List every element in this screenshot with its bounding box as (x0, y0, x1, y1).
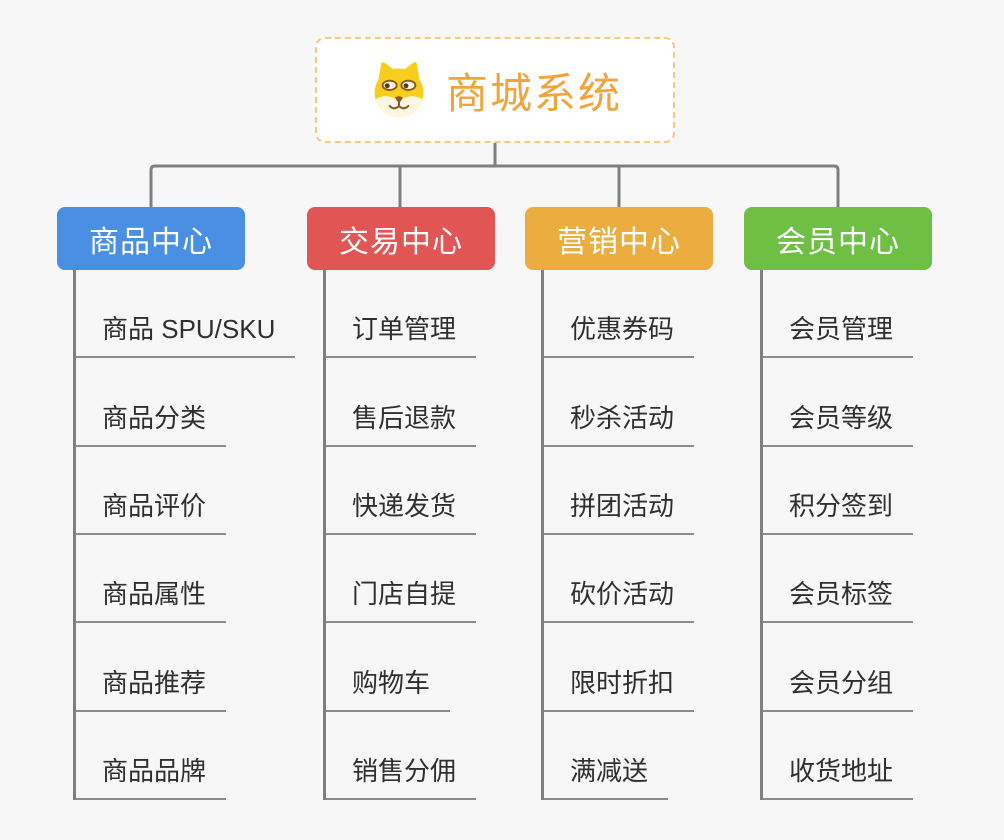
dog-face-icon (374, 62, 424, 118)
leaf-node[interactable]: 快递发货 (326, 486, 477, 535)
branch-node-marketing-center[interactable]: 营销中心 (525, 207, 713, 270)
branch-label: 交易中心 (339, 225, 463, 259)
leaf-node[interactable]: 门店自提 (326, 574, 477, 624)
leaf-node[interactable]: 商品 SPU/SKU (76, 309, 296, 359)
leaf-node[interactable]: 优惠券码 (544, 309, 695, 359)
leaf-node[interactable]: 销售分佣 (326, 751, 477, 800)
leaf-node[interactable]: 购物车 (326, 663, 451, 712)
leaf-node[interactable]: 商品评价 (76, 486, 227, 535)
leaf-node[interactable]: 积分签到 (763, 486, 914, 535)
branch-node-trade-center[interactable]: 交易中心 (307, 207, 495, 270)
leaf-node[interactable]: 秒杀活动 (544, 398, 695, 447)
leaf-node[interactable]: 订单管理 (326, 309, 477, 359)
leaf-node[interactable]: 商品推荐 (76, 663, 227, 712)
leaf-node[interactable]: 商品品牌 (76, 751, 227, 800)
branch-trade-children: 订单管理 售后退款 快递发货 门店自提 购物车 销售分佣 (323, 270, 576, 800)
leaf-node[interactable]: 会员管理 (763, 309, 914, 359)
leaf-node[interactable]: 售后退款 (326, 398, 477, 447)
branch-member-children: 会员管理 会员等级 积分签到 会员标签 会员分组 收货地址 (760, 270, 1004, 800)
leaf-node[interactable]: 砍价活动 (544, 574, 695, 624)
leaf-node[interactable]: 会员分组 (763, 663, 914, 712)
branch-node-member-center[interactable]: 会员中心 (744, 207, 932, 270)
root-title: 商城系统 (445, 69, 622, 117)
branch-node-product-center[interactable]: 商品中心 (57, 207, 245, 270)
branch-label: 营销中心 (557, 225, 681, 259)
leaf-node[interactable]: 限时折扣 (544, 663, 695, 712)
branch-label: 商品中心 (89, 225, 213, 259)
branch-label: 会员中心 (776, 225, 900, 259)
leaf-node[interactable]: 商品分类 (76, 398, 227, 447)
leaf-node[interactable]: 会员等级 (763, 398, 914, 447)
leaf-node[interactable]: 会员标签 (763, 574, 914, 624)
branch-product-children: 商品 SPU/SKU 商品分类 商品评价 商品属性 商品推荐 商品品牌 (73, 270, 326, 800)
leaf-node[interactable]: 收货地址 (763, 751, 914, 800)
branch-marketing-children: 优惠券码 秒杀活动 拼团活动 砍价活动 限时折扣 满减送 (541, 270, 794, 800)
leaf-node[interactable]: 拼团活动 (544, 486, 695, 535)
leaf-node[interactable]: 满减送 (544, 751, 669, 800)
leaf-node[interactable]: 商品属性 (76, 574, 227, 624)
root-node[interactable]: 商城系统 (315, 37, 675, 143)
